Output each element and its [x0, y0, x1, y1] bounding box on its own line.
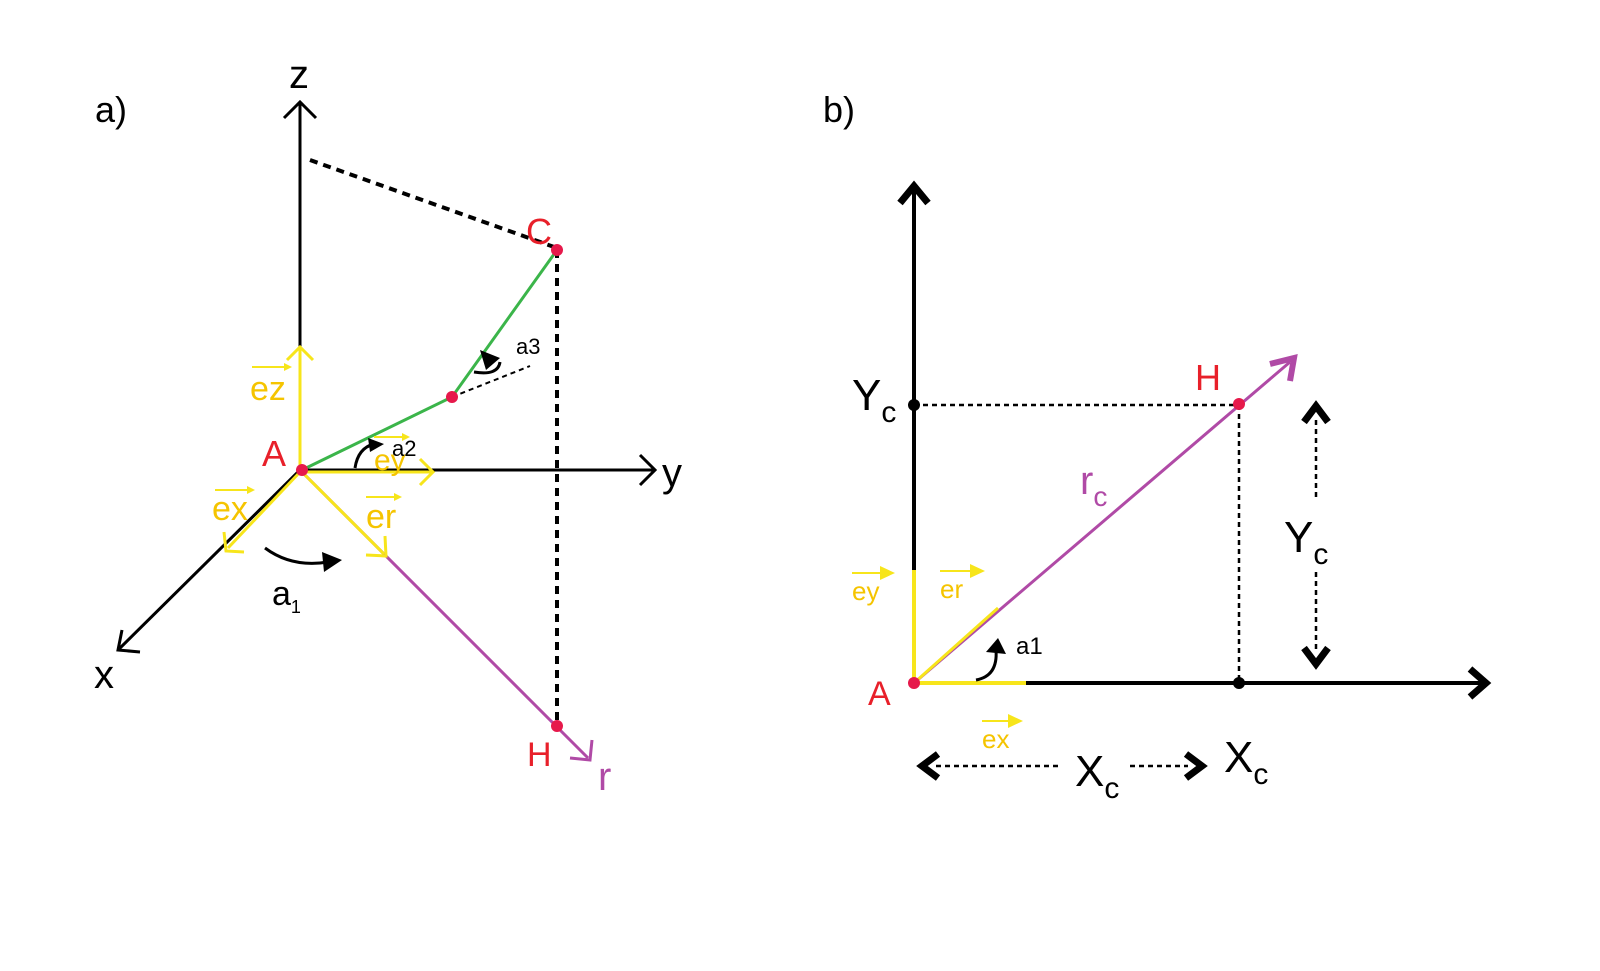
angle-a1-b-label: a1: [1016, 633, 1043, 660]
xc-axis-label: Xc: [1224, 733, 1268, 791]
point-a: [296, 464, 308, 476]
horizontal-axis-arrowhead: [1467, 666, 1492, 700]
radius-label-sub: c: [1093, 481, 1107, 512]
angle-a3-arc: [473, 361, 502, 375]
point-h-b: [1233, 398, 1245, 410]
angle-a1-arc: [264, 546, 329, 565]
er-vector-line: [300, 470, 386, 556]
ez-overbar-arrow: [284, 363, 292, 371]
er-b-label: er: [940, 574, 963, 604]
angle-a3-label: a3: [516, 334, 540, 359]
r-axis-label: r: [598, 755, 611, 799]
y-axis-label: y: [662, 451, 682, 495]
ez-vector-arrowhead: [285, 344, 315, 362]
arm-extension-dashed: [451, 365, 531, 398]
er-label-group: er: [366, 493, 402, 536]
xc-dim-right-arrowhead: [1183, 751, 1208, 781]
er-overbar-arrow: [394, 493, 402, 501]
radius-label: rc: [1080, 459, 1107, 512]
yc-dim-upper-arrowhead: [1301, 400, 1331, 425]
x-axis-arrowhead: [116, 629, 141, 654]
ex-overbar-arrow: [247, 486, 255, 494]
ex-b-overbar-arrow: [1008, 714, 1023, 728]
er-b-label-group: er: [940, 564, 985, 604]
ey-b-overbar-arrow: [880, 566, 895, 580]
xc-dim-label: Xc: [1075, 747, 1119, 805]
ex-vector-line: [226, 470, 302, 550]
angle-a2-arrowhead: [368, 438, 384, 452]
ez-label: ez: [250, 370, 286, 408]
angle-a3-arrowhead: [480, 350, 500, 370]
c-to-z-projection: [309, 158, 558, 250]
point-h: [551, 720, 563, 732]
yc-dim-label: Yc: [1284, 513, 1328, 571]
ey-b-label: ey: [852, 576, 879, 606]
angle-a1-label: a1: [272, 575, 301, 617]
point-a-b: [908, 677, 920, 689]
xc-axis-label-sub: c: [1253, 758, 1268, 791]
angle-a1-sub: 1: [291, 597, 301, 617]
ex-label: ex: [212, 490, 248, 528]
xc-dim-label-sub: c: [1104, 772, 1119, 805]
ex-b-label-group: ex: [982, 714, 1023, 754]
ey-b-label-group: ey: [852, 566, 895, 606]
er-b-overbar-arrow: [970, 564, 985, 578]
ez-label-group: ez: [250, 363, 292, 408]
radius-arrowhead: [1269, 353, 1298, 382]
arm-segments: [301, 249, 559, 472]
ey-label: ey: [374, 444, 406, 477]
point-h-label: H: [527, 736, 552, 774]
yc-axis-label-sub: c: [881, 396, 896, 429]
point-joint: [446, 391, 458, 403]
point-c: [551, 244, 563, 256]
ex-vector-arrowhead: [222, 531, 245, 554]
panel-b-label: b): [823, 89, 855, 130]
x-axis-label: x: [94, 653, 114, 697]
xc-axis-label-base: X: [1224, 733, 1253, 782]
yc-axis-tick: [908, 399, 920, 411]
xc-dim-label-base: X: [1075, 747, 1104, 796]
yc-axis-label: Yc: [852, 371, 896, 429]
er-vector-b: [913, 606, 999, 685]
r-axis-arrowhead: [569, 739, 594, 762]
panel-a: a) z y x r: [94, 53, 682, 799]
yc-dim-label-sub: c: [1313, 538, 1328, 571]
z-axis-label: z: [289, 53, 309, 97]
x-axis-line: [116, 468, 302, 652]
y-axis-arrowhead: [638, 453, 658, 487]
yc-dim-lower-arrowhead: [1301, 645, 1331, 670]
point-h-b-label: H: [1195, 357, 1221, 398]
xc-dim-left-arrowhead: [916, 751, 941, 781]
ey-vector-arrowhead: [418, 457, 436, 487]
ex-label-group: ex: [212, 486, 255, 528]
angle-a1-b-arc: [975, 649, 998, 682]
ey-label-group: ey: [374, 433, 410, 477]
ex-b-label: ex: [982, 724, 1009, 754]
point-a-b-label: A: [868, 675, 891, 713]
panel-b: b) ey er ex: [823, 89, 1492, 805]
xc-axis-tick: [1233, 677, 1245, 689]
radius-label-base: r: [1080, 459, 1093, 503]
z-axis-arrowhead: [282, 99, 318, 120]
point-a-label: A: [262, 433, 286, 474]
yc-axis-label-base: Y: [852, 371, 881, 420]
yc-dim-label-base: Y: [1284, 513, 1313, 562]
angle-a2-label: a2: [392, 436, 416, 461]
vertical-axis-arrowhead: [897, 180, 931, 206]
radius-line: [913, 360, 1291, 685]
angle-a1-base: a: [272, 575, 291, 613]
angle-a1-arrowhead: [322, 552, 342, 572]
angle-a1-b-arrowhead: [986, 638, 1006, 654]
panel-a-label: a): [95, 89, 127, 130]
point-c-label: C: [526, 211, 552, 252]
ey-overbar-arrow: [402, 433, 410, 441]
er-vector-arrowhead: [365, 535, 388, 558]
er-label: er: [366, 498, 396, 536]
